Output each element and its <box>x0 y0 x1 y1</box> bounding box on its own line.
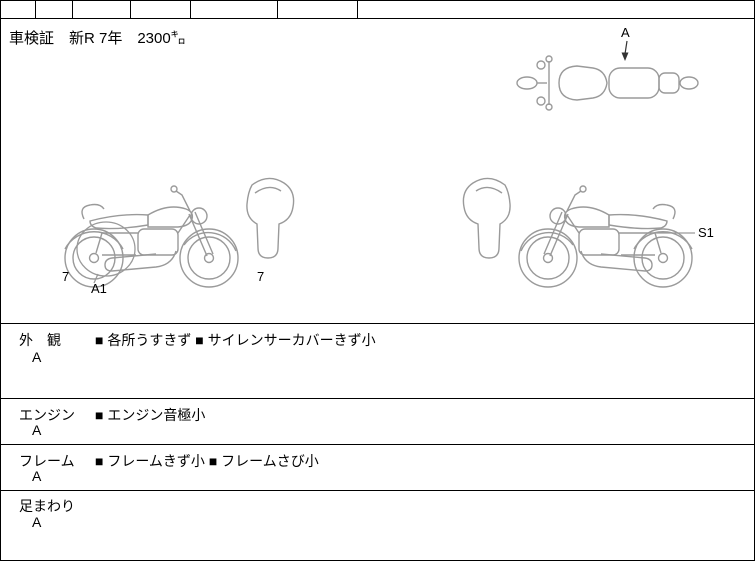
table-column-divider <box>130 1 131 18</box>
section-name: 外 観 <box>19 332 61 348</box>
vehicle-inspection-line: 車検証 新R 7年 2300㌔ <box>9 30 186 47</box>
section-name: エンジン <box>19 407 75 423</box>
table-column-divider <box>72 1 73 18</box>
section-row-exterior: 外 観 A ■ 各所うすきず ■ サイレンサーカバーきず小 <box>1 323 754 398</box>
condition-sections: 外 観 A ■ 各所うすきず ■ サイレンサーカバーきず小 エンジン A ■ エ… <box>1 323 754 560</box>
section-grade: A <box>32 468 42 484</box>
section-comments: ■ フレームきず小 ■ フレームさび小 <box>95 453 319 469</box>
motorcycle-top-view-diagram: A <box>509 23 709 115</box>
diagram-label-a: A <box>621 25 630 40</box>
diagram-label-s1: S1 <box>698 225 714 240</box>
section-comments: ■ エンジン音極小 <box>95 407 206 423</box>
motorcycle-left-side-drawing <box>64 177 295 288</box>
table-column-divider <box>357 1 358 18</box>
section-comments: ■ 各所うすきず ■ サイレンサーカバーきず小 <box>95 332 376 348</box>
section-name: 足まわり <box>19 498 75 514</box>
section-row-undercarriage: 足まわり A <box>1 490 754 560</box>
defect-circle-a1 <box>76 221 136 284</box>
motorcycle-right-side-diagram: S1 <box>451 159 721 294</box>
motorcycle-right-side-drawing <box>462 177 695 288</box>
diagram-label-a1: A1 <box>91 281 107 296</box>
section-name: フレーム <box>19 453 75 469</box>
table-column-divider <box>35 1 36 18</box>
diagram-label-7-front: 7 <box>257 269 265 284</box>
section-grade: A <box>32 514 42 530</box>
diagram-label-7-rear: 7 <box>62 269 70 284</box>
arrow-down-icon <box>621 40 629 61</box>
section-grade: A <box>32 422 42 438</box>
table-column-divider <box>190 1 191 18</box>
motorcycle-top-view-drawing <box>516 40 699 111</box>
top-table-row <box>1 1 754 19</box>
section-grade: A <box>32 349 42 365</box>
motorcycle-left-side-diagram: 7 A1 7 <box>56 159 301 296</box>
table-column-divider <box>277 1 278 18</box>
section-row-engine: エンジン A ■ エンジン音極小 <box>1 398 754 444</box>
section-row-frame: フレーム A ■ フレームきず小 ■ フレームさび小 <box>1 444 754 490</box>
